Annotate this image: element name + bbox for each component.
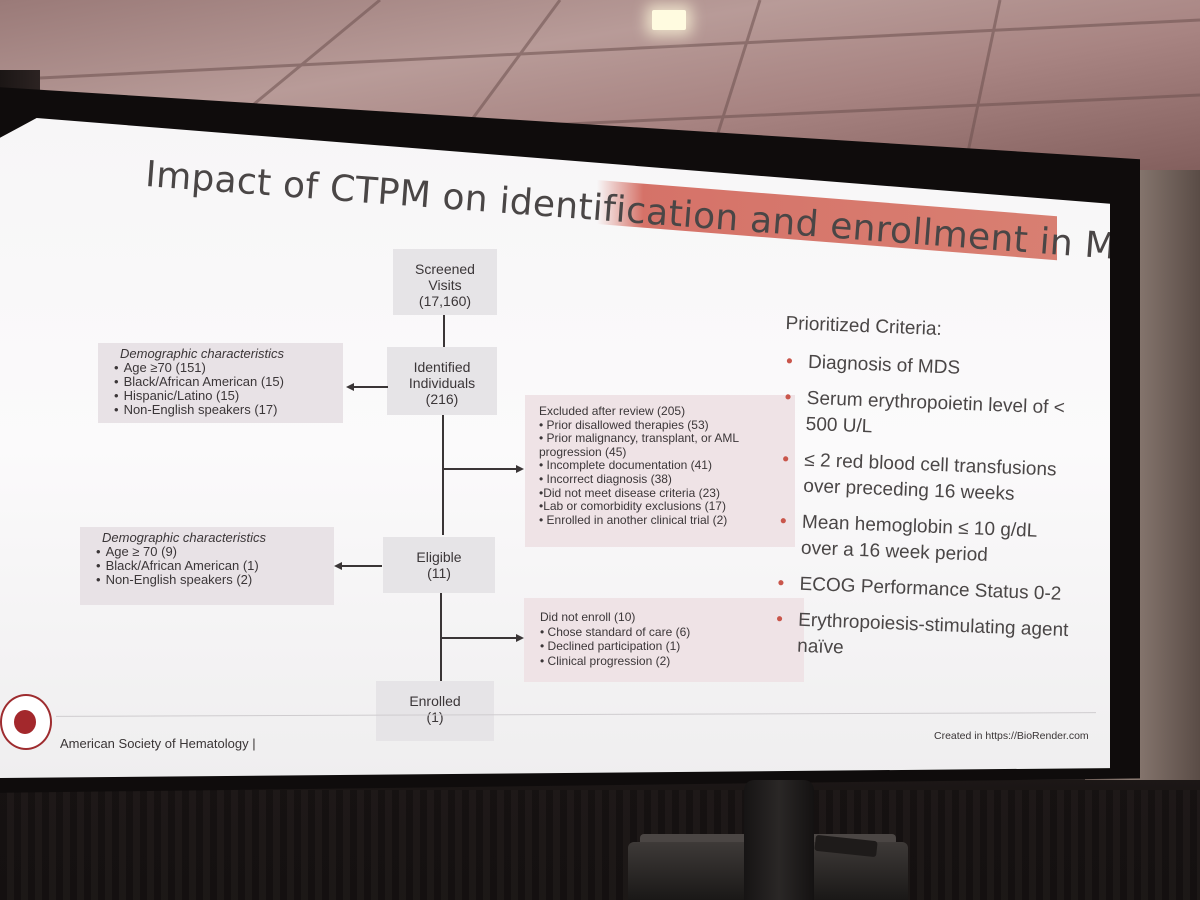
microphone-stand (744, 780, 814, 900)
list-item: • Prior malignancy, transplant, or AML (539, 431, 740, 446)
list-item: progression (45) (539, 444, 627, 459)
list-item: Black/African American (15) (114, 375, 333, 389)
arrow-identified-demographics (352, 386, 388, 388)
list-item: Non-English speakers (17) (114, 403, 333, 417)
criteria-item: Mean hemoglobin ≤ 10 g/dL over a 16 week… (776, 509, 1078, 572)
slide: Impact of CTPM on identification and enr… (0, 118, 1110, 778)
list-item: •Lab or comorbidity exclusions (17) (539, 499, 726, 514)
ash-logo-icon (0, 694, 52, 750)
footer-credit: Created in https://BioRender.com (934, 730, 1089, 742)
list-item: • Incomplete documentation (41) (539, 458, 712, 473)
flow-screened: Screened Visits (17,160) (393, 249, 497, 315)
arrow-identified-excluded (443, 468, 517, 470)
demographics-eligible: Demographic characteristics Age ≥ 70 (9)… (80, 527, 334, 605)
list-item: Hispanic/Latino (15) (114, 389, 333, 403)
flow-enrolled: Enrolled (1) (376, 681, 494, 741)
arrow-eligible-not-enrolled (441, 637, 517, 639)
footer-divider (56, 712, 1096, 717)
list-item: Non-English speakers (2) (96, 573, 324, 587)
connector-screened-identified (443, 315, 445, 347)
did-not-enroll: Did not enroll (10) • Chose standard of … (524, 598, 804, 682)
arrowhead-left (346, 383, 354, 391)
list-item: • Chose standard of care (6) (540, 624, 691, 639)
prioritized-criteria: Prioritized Criteria: Diagnosis of MDS S… (772, 313, 1085, 680)
connector-identified-eligible (442, 415, 444, 535)
list-item: Age ≥ 70 (9) (96, 545, 324, 559)
criteria-heading: Prioritized Criteria: (785, 313, 943, 340)
list-item: • Declined participation (1) (540, 639, 681, 653)
arrowhead-left (334, 562, 342, 570)
stage-curtain (0, 790, 1200, 900)
criteria-item: ≤ 2 red blood cell transfusions over pre… (779, 447, 1081, 510)
flow-eligible: Eligible (11) (383, 537, 495, 593)
list-item: • Incorrect diagnosis (38) (539, 471, 672, 486)
ceiling-light (652, 10, 686, 30)
flow-identified: Identified Individuals (216) (387, 347, 497, 415)
criteria-item: Diagnosis of MDS (784, 349, 1085, 386)
list-item: • Enrolled in another clinical trial (2) (539, 512, 728, 527)
list-item: • Clinical progression (2) (540, 653, 671, 668)
arrowhead-right (516, 465, 524, 473)
list-item: •Did not meet disease criteria (23) (539, 485, 720, 500)
footer-organization: American Society of Hematology | (60, 736, 256, 751)
list-item: Age ≥70 (151) (114, 361, 333, 375)
arrow-eligible-demographics (340, 565, 382, 567)
list-item: Black/African American (1) (96, 559, 324, 573)
list-item: • Prior disallowed therapies (53) (539, 417, 709, 432)
demographics-identified: Demographic characteristics Age ≥70 (151… (98, 343, 343, 423)
criteria-item: ECOG Performance Status 0-2 (775, 571, 1076, 608)
excluded-after-review: Excluded after review (205) • Prior disa… (525, 395, 795, 547)
criteria-item: Erythropoiesis-stimulating agent naïve (773, 607, 1075, 670)
criteria-item: Serum erythropoietin level of < 500 U/L (781, 385, 1083, 448)
arrowhead-right (516, 634, 524, 642)
